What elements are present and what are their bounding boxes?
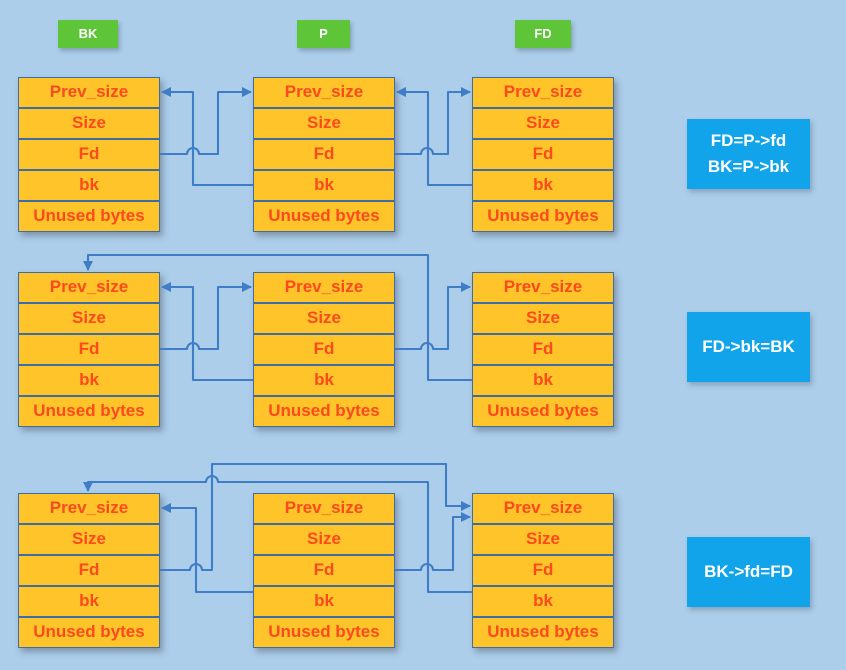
cell-prev-size: Prev_size [18,493,160,524]
cell-fd: Fd [18,139,160,170]
arrow-p-fd-to-fd-r3 [395,512,471,572]
op-line: BK=P->bk [707,157,790,176]
cell-bk: bk [18,170,160,201]
cell-size: Size [253,524,395,555]
op-box-row-3: BK->fd=FD [687,537,810,607]
cell-prev-size: Prev_size [472,272,614,303]
cell-size: Size [472,108,614,139]
cell-fd: Fd [472,139,614,170]
op-box-row-2: FD->bk=BK [687,312,810,382]
cell-prev-size: Prev_size [253,272,395,303]
cell-fd: Fd [472,334,614,365]
cell-bk: bk [472,170,614,201]
cell-bk: bk [253,586,395,617]
cell-unused-bytes: Unused bytes [253,617,395,648]
cell-unused-bytes: Unused bytes [472,617,614,648]
arrow-p-bk-to-bk-r3 [161,503,253,594]
cell-bk: bk [253,170,395,201]
cell-fd: Fd [18,334,160,365]
arrow-p-fd-to-fd-r1 [395,87,471,156]
cell-size: Size [18,303,160,334]
cell-prev-size: Prev_size [18,272,160,303]
arrow-bk-fd-to-p-r1 [160,87,252,156]
cell-size: Size [253,303,395,334]
cell-prev-size: Prev_size [18,77,160,108]
cell-fd: Fd [253,555,395,586]
cell-unused-bytes: Unused bytes [18,617,160,648]
cell-unused-bytes: Unused bytes [18,396,160,427]
cell-fd: Fd [472,555,614,586]
cell-prev-size: Prev_size [253,493,395,524]
cell-size: Size [253,108,395,139]
cell-unused-bytes: Unused bytes [472,201,614,232]
cell-size: Size [472,524,614,555]
cell-fd: Fd [18,555,160,586]
cell-unused-bytes: Unused bytes [253,201,395,232]
op-line: BK->fd=FD [704,562,793,581]
cell-prev-size: Prev_size [472,493,614,524]
cell-fd: Fd [253,139,395,170]
arrow-p-bk-to-bk-r2 [161,282,253,382]
arrow-bk-fd-to-p-r2 [160,282,252,351]
tag-p: P [297,20,350,48]
cell-fd: Fd [253,334,395,365]
tag-fd: FD [515,20,571,48]
op-box-row-1: FD=P->fd BK=P->bk [687,119,810,189]
arrow-fd-bk-to-p-r1 [396,87,472,187]
cell-bk: bk [18,586,160,617]
cell-unused-bytes: Unused bytes [18,201,160,232]
arrow-p-fd-to-fd-r2 [395,282,471,351]
cell-size: Size [472,303,614,334]
cell-bk: bk [253,365,395,396]
cell-prev-size: Prev_size [472,77,614,108]
cell-unused-bytes: Unused bytes [472,396,614,427]
cell-bk: bk [18,365,160,396]
op-line: FD=P->fd [710,131,787,150]
cell-prev-size: Prev_size [253,77,395,108]
cell-unused-bytes: Unused bytes [253,396,395,427]
arrow-p-bk-to-bk-r1 [161,87,253,187]
cell-bk: bk [472,586,614,617]
op-line: FD->bk=BK [702,337,795,356]
cell-size: Size [18,524,160,555]
cell-bk: bk [472,365,614,396]
cell-size: Size [18,108,160,139]
tag-bk: BK [58,20,118,48]
